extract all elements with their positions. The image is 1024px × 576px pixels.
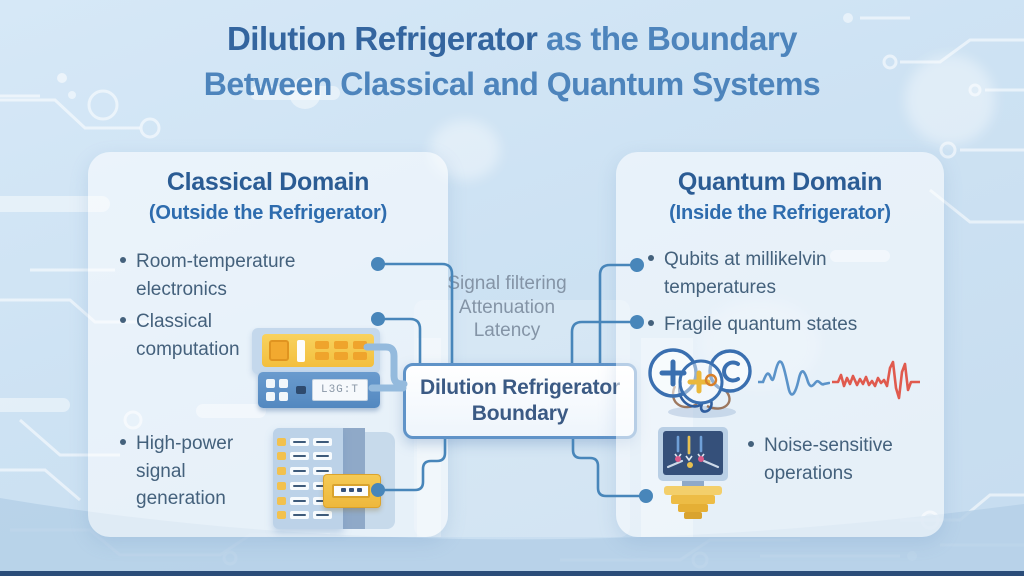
classical-bullet-computation: Classical computation [120,308,270,363]
title-line-1-rest: as the Boundary [537,20,798,57]
generator-display: L3G:T [312,379,368,401]
instrument-button-grid [315,341,367,360]
cryostat-monitor-icon [658,427,728,519]
background-blob [905,55,995,145]
bullet-dot [648,320,654,326]
classical-bullet-room-temperature: Room-temperature electronics [120,248,345,303]
classical-bullet-high-power: High-power signal generation [120,430,250,513]
wave-packet-icon [758,360,830,396]
bullet-dot [748,441,754,447]
generator-buttons [266,379,288,401]
server-rack-icon [273,428,343,529]
bottom-band-decoration [0,498,1024,576]
bullet-label: High-power signal generation [136,433,234,510]
label-attenuation: Attenuation [458,296,556,318]
label-signal-filtering: Signal filtering [447,273,567,294]
quantum-bullet-fragile: Fragile quantum states [648,311,908,339]
bullet-label: Classical computation [136,311,240,360]
signal-generator-icon: L3G:T [258,372,380,408]
bullet-label: Noise-sensitive operations [764,435,893,484]
control-instrument-slot [332,484,370,498]
dilution-refrigerator-boundary-box: Dilution Refrigerator Boundary [403,363,637,439]
quantum-bullet-noise: Noise-sensitive operations [748,432,928,487]
bullet-dot [120,317,126,323]
control-instrument-icon [323,474,381,508]
bottom-edge-bar [0,571,1024,576]
title-line-2: Between Classical and Quantum Systems [203,65,821,102]
instrument-slot [296,339,305,362]
quantum-bullet-qubits: Qubits at millikelvin temperatures [648,246,898,301]
noise-waveform-icon [832,360,920,400]
bullet-label: Room-temperature electronics [136,251,296,300]
bullet-label: Fragile quantum states [664,314,858,335]
label-latency: Latency [473,320,541,342]
classical-domain-heading: Classical Domain [166,168,370,196]
classical-domain-subheading: (Outside the Refrigerator) [148,202,388,224]
boundary-effects-labels: Signal filtering Attenuation Latency [402,272,612,343]
page-title: Dilution Refrigerator as the Boundary Be… [0,16,1024,106]
instrument-button [269,340,289,361]
rack-instrument-icon [262,334,374,367]
generator-notch [296,386,306,394]
bullet-dot [120,439,126,445]
qubit-atoms-icon [648,348,752,418]
title-line-1-bold: Dilution Refrigerator [226,20,538,57]
quantum-domain-subheading: (Inside the Refrigerator) [669,202,891,224]
bullet-label: Qubits at millikelvin temperatures [664,249,827,298]
bullet-dot [648,255,654,261]
title-line-1: Dilution Refrigerator as the Boundary [0,16,1024,62]
boundary-box-line-2: Boundary [471,402,569,425]
bullet-dot [120,257,126,263]
quantum-domain-heading: Quantum Domain [677,168,883,196]
boundary-box-line-1: Dilution Refrigerator [420,375,620,399]
